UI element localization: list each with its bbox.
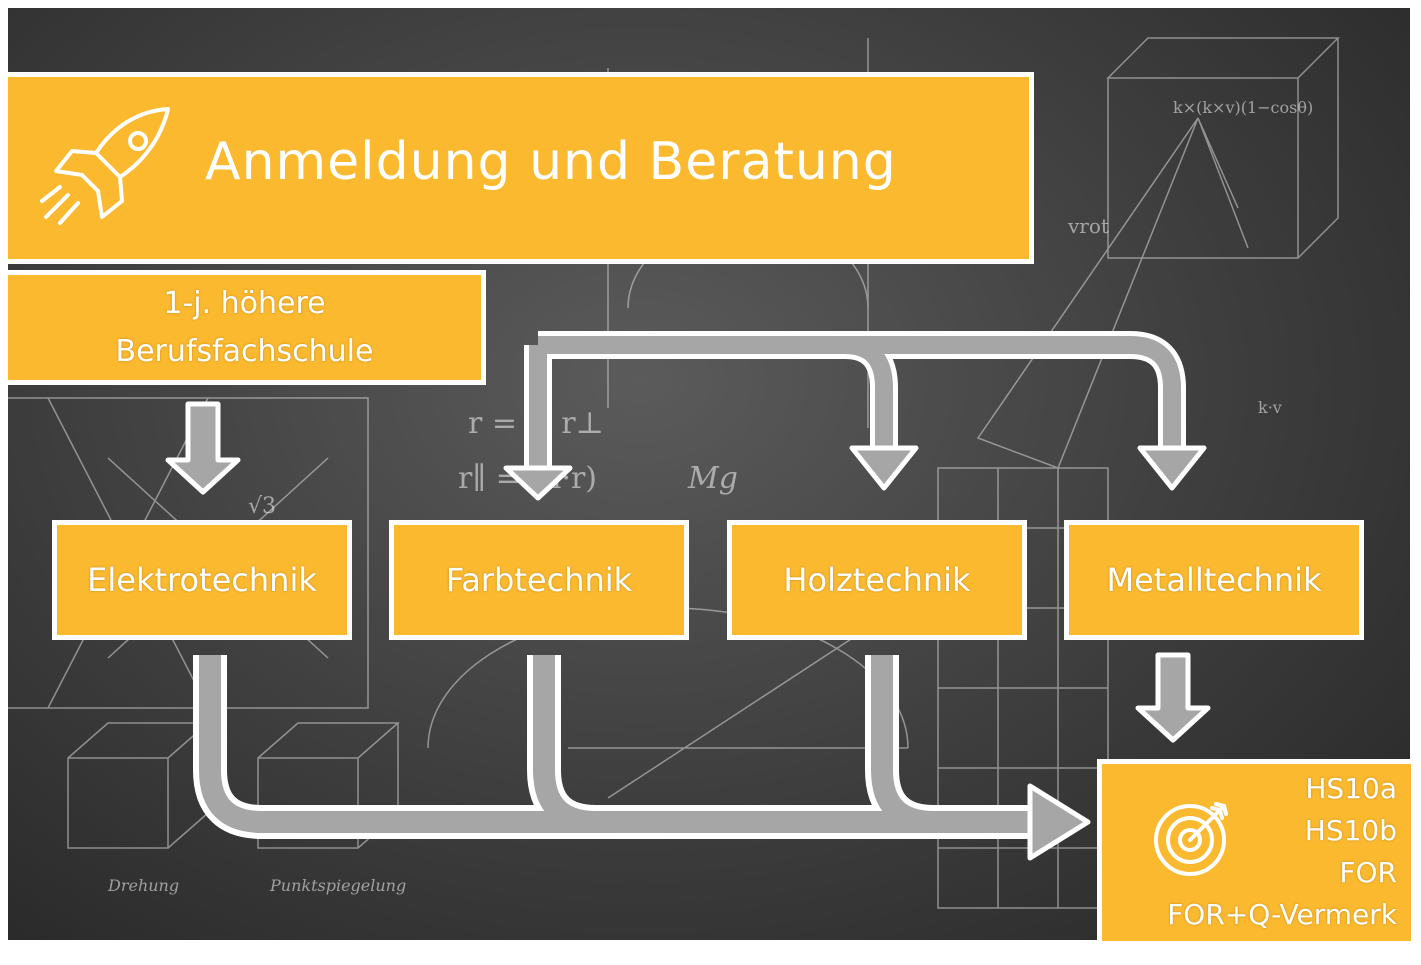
svg-text:Punktspiegelung: Punktspiegelung [269,876,406,895]
svg-text:k·v: k·v [1258,398,1282,417]
node-farbtechnik: Farbtechnik [389,520,689,640]
node-label: Metalltechnik [1106,561,1322,599]
svg-text:k×(k×v)(1−cosθ): k×(k×v)(1−cosθ) [1173,98,1313,117]
start-box-line-2: Berufsfachschule [115,333,374,369]
svg-text:r∥ = (n·r): r∥ = (n·r) [458,461,597,496]
target-line-3: FOR [1339,856,1397,889]
diagram-title: Anmeldung und Beratung [205,132,897,192]
target-icon [1150,796,1234,880]
node-holztechnik: Holztechnik [727,520,1027,640]
target-line-2: HS10b [1304,814,1397,847]
node-label: Holztechnik [783,561,971,599]
svg-text:Drehung: Drehung [107,876,179,895]
target-box: HS10a HS10b FOR FOR+Q-Vermerk [1097,759,1411,941]
start-box-line-1: 1-j. höhere [163,285,326,321]
node-label: Elektrotechnik [87,561,317,599]
target-line-1: HS10a [1305,772,1397,805]
svg-text:vrot: vrot [1067,214,1109,238]
title-banner [8,72,1034,264]
svg-text:Mg: Mg [687,461,738,496]
target-lines: HS10a HS10b FOR FOR+Q-Vermerk [1167,768,1397,936]
target-line-4: FOR+Q-Vermerk [1167,898,1397,931]
svg-text:√3: √3 [248,494,276,519]
node-label: Farbtechnik [445,561,633,599]
svg-text:r = + r⊥: r = + r⊥ [468,406,604,441]
start-box: 1-j. höhere Berufsfachschule [8,270,486,385]
rocket-icon [38,105,176,230]
node-elektrotechnik: Elektrotechnik [52,520,352,640]
node-metalltechnik: Metalltechnik [1064,520,1364,640]
